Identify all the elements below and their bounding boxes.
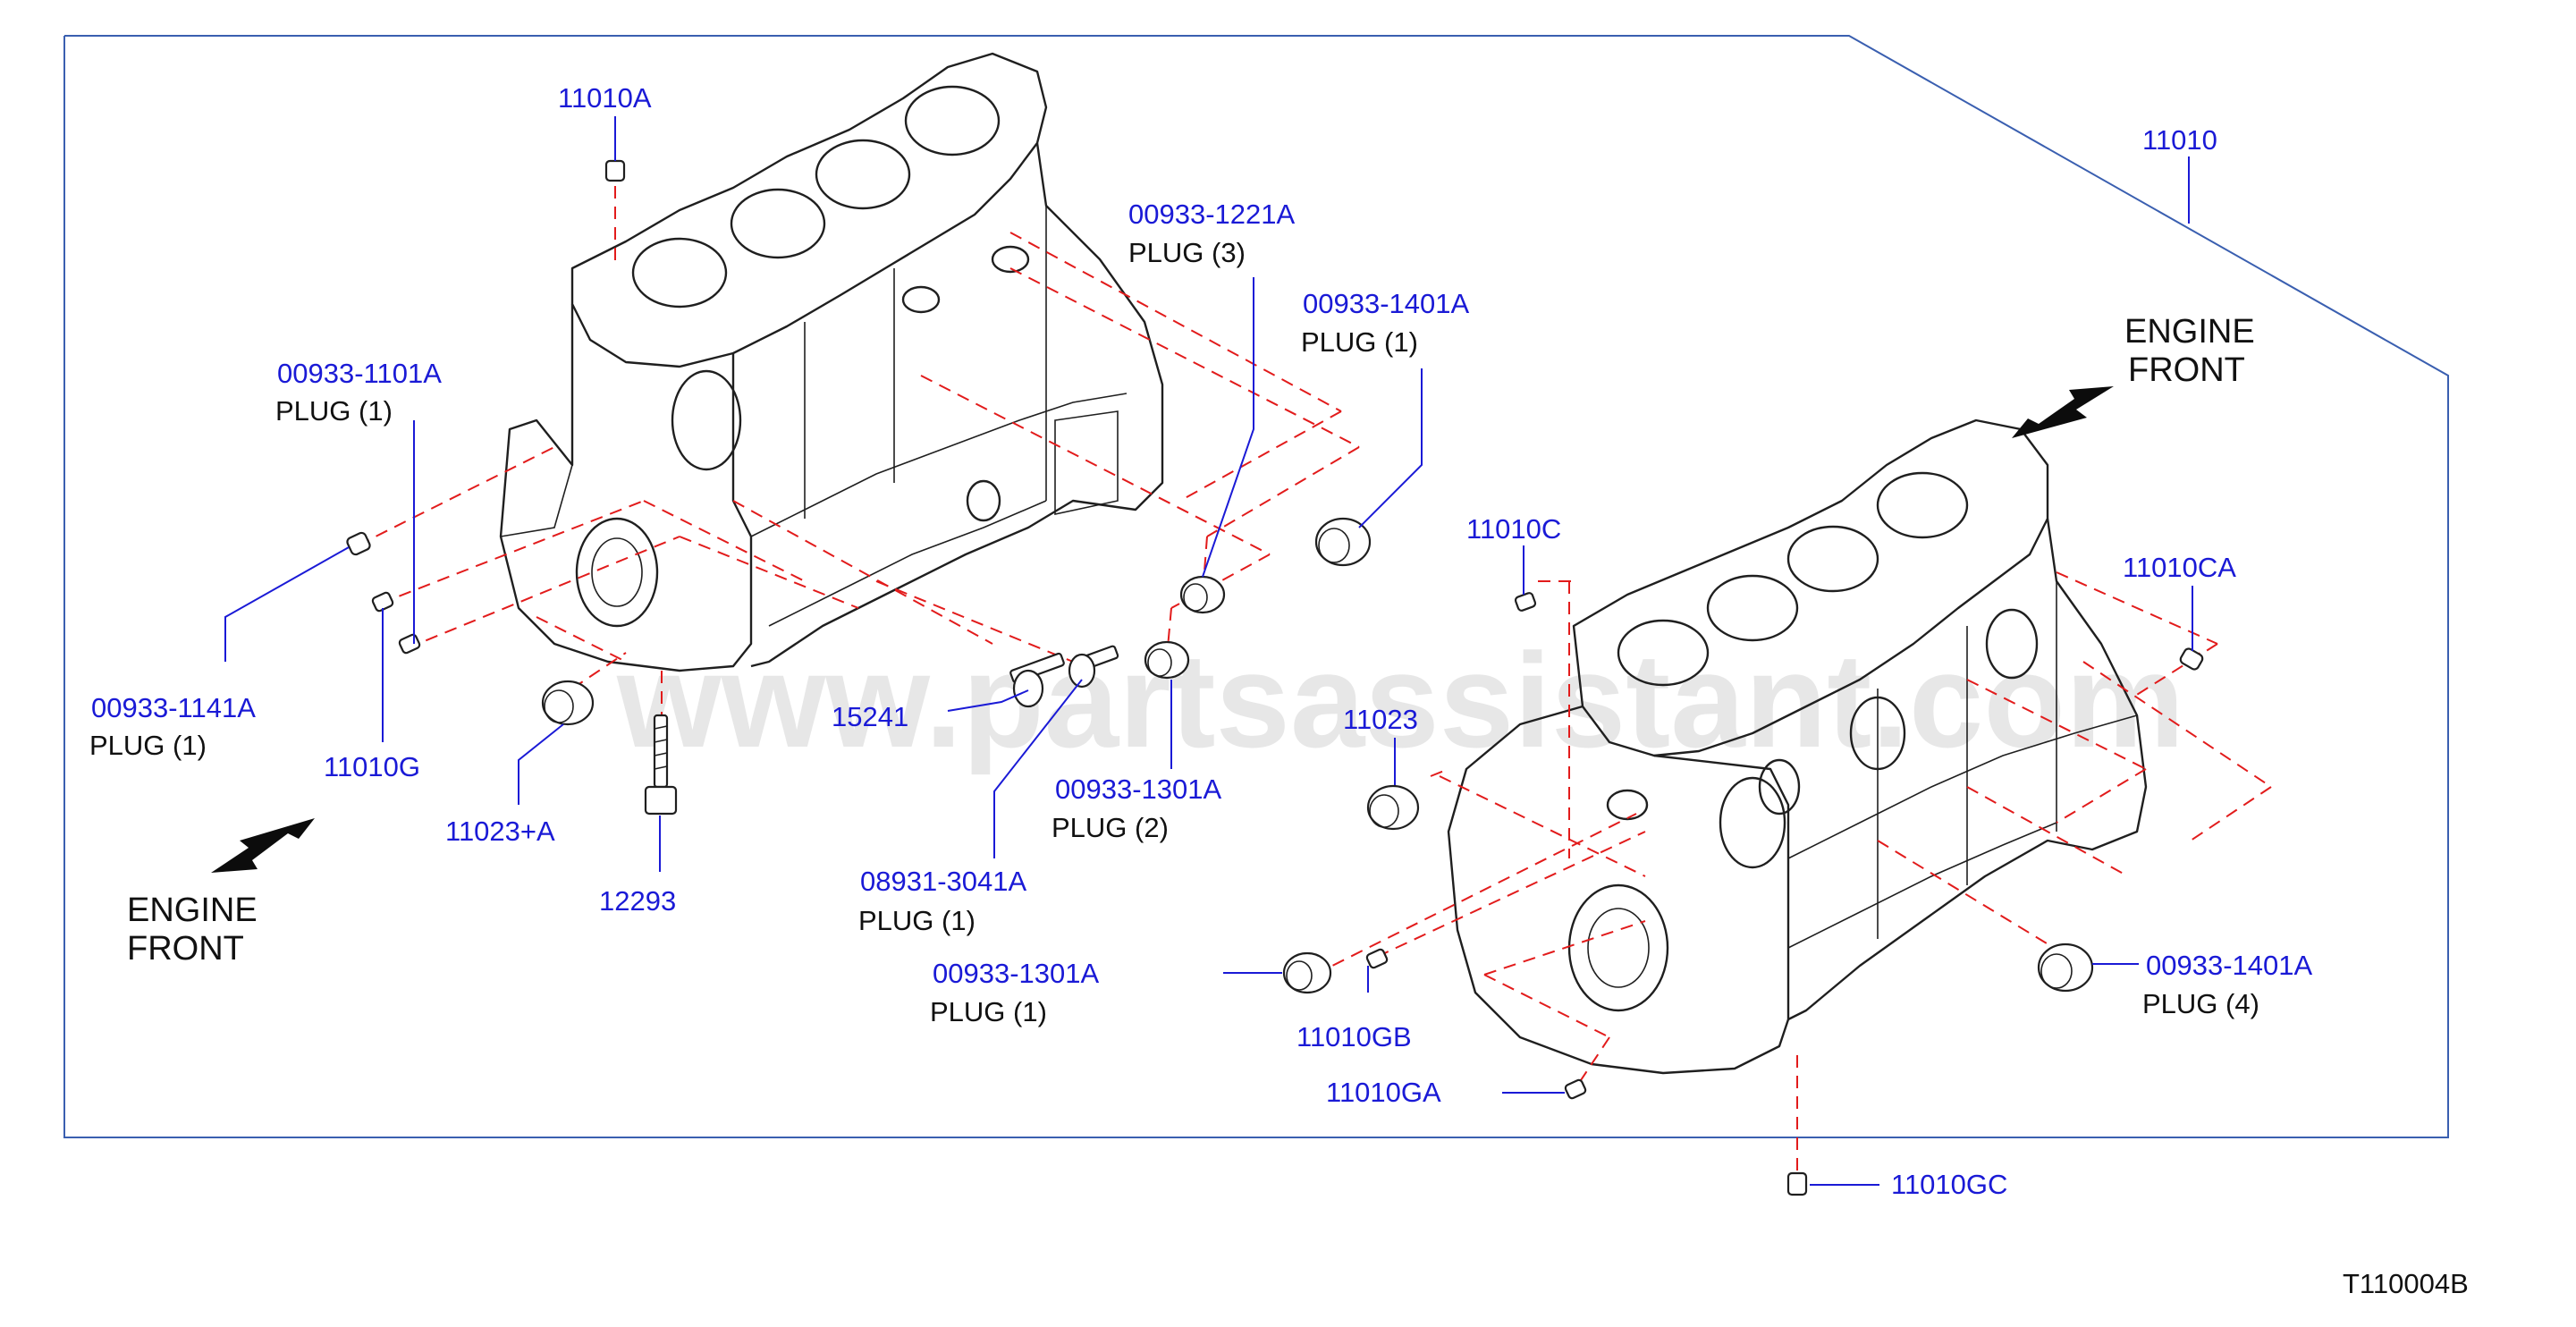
cap-00933-1301A-top[interactable] — [1144, 640, 1190, 680]
cap-11023[interactable] — [1366, 784, 1420, 831]
engine-front-right-line1: ENGINE — [2124, 313, 2255, 351]
plug-11010A[interactable] — [604, 159, 626, 182]
desc-00933-1401A-bot: PLUG (4) — [2142, 988, 2259, 1019]
label-00933-1301A-top: 00933-1301A — [1055, 773, 1221, 805]
label-11010: 11010 — [2142, 124, 2217, 156]
plug-08931-3041A[interactable] — [1068, 645, 1119, 689]
desc-00933-1101A: PLUG (1) — [275, 395, 393, 427]
desc-08931-3041A: PLUG (1) — [858, 905, 976, 936]
cap-11023A[interactable] — [541, 680, 595, 726]
label-00933-1221A: 00933-1221A — [1128, 199, 1295, 230]
label-00933-1301A-bot: 00933-1301A — [933, 958, 1099, 989]
bolt-12293[interactable] — [644, 714, 678, 816]
desc-00933-1301A-bot: PLUG (1) — [930, 996, 1047, 1027]
engine-front-left-line1: ENGINE — [127, 892, 258, 929]
engine-front-left-line2: FRONT — [127, 930, 244, 968]
label-11010GA: 11010GA — [1326, 1077, 1441, 1108]
plug-11010GB[interactable] — [1365, 948, 1389, 969]
label-11010GC: 11010GC — [1891, 1169, 2007, 1200]
watermark-text: www.partsassistant.com — [616, 625, 2184, 775]
plug-11010G-b[interactable] — [398, 633, 421, 655]
label-11010CA: 11010CA — [2123, 552, 2236, 583]
plug-11010G-a[interactable] — [371, 591, 394, 613]
label-00933-1401A-top: 00933-1401A — [1303, 288, 1469, 319]
label-11023: 11023 — [1343, 704, 1418, 735]
cap-00933-1221A[interactable] — [1179, 575, 1226, 614]
desc-00933-1221A: PLUG (3) — [1128, 237, 1246, 268]
cap-00933-1401A-top[interactable] — [1314, 517, 1372, 567]
plug-00933-1141A[interactable] — [346, 531, 371, 556]
label-08931-3041A: 08931-3041A — [860, 866, 1026, 897]
guide-lines-right — [1313, 571, 2272, 1171]
label-11023A: 11023+A — [445, 816, 555, 847]
assembly-boundary — [63, 35, 2449, 1138]
engine-front-arrow-left — [211, 818, 315, 873]
plug-11010GC[interactable] — [1786, 1171, 1808, 1196]
cap-00933-1301A-bot[interactable] — [1282, 951, 1332, 994]
bolt-15241[interactable] — [1009, 652, 1065, 708]
label-00933-1401A-bot: 00933-1401A — [2146, 950, 2312, 981]
label-15241: 15241 — [832, 701, 908, 732]
desc-00933-1401A-top: PLUG (1) — [1301, 326, 1418, 358]
cap-00933-1401A-bot[interactable] — [2037, 942, 2094, 993]
label-00933-1141A: 00933-1141A — [91, 692, 256, 723]
label-11010C: 11010C — [1466, 513, 1561, 545]
plug-11010C[interactable] — [1514, 592, 1537, 612]
label-11010GB: 11010GB — [1296, 1021, 1412, 1052]
engine-block-right[interactable] — [1447, 418, 2148, 1075]
label-12293: 12293 — [599, 885, 676, 917]
engine-front-arrow-right — [2012, 386, 2114, 438]
label-00933-1101A: 00933-1101A — [277, 358, 442, 389]
engine-front-right-line2: FRONT — [2128, 351, 2245, 389]
leader-lines — [224, 116, 2193, 1186]
plug-11010GA[interactable] — [1564, 1078, 1587, 1100]
engine-block-left[interactable] — [499, 52, 1164, 672]
diagram-id: T110004B — [2343, 1268, 2469, 1299]
plug-11010CA[interactable] — [2179, 647, 2204, 672]
label-11010A: 11010A — [558, 82, 652, 114]
desc-00933-1301A-top: PLUG (2) — [1052, 812, 1169, 843]
desc-00933-1141A: PLUG (1) — [89, 730, 207, 761]
label-11010G: 11010G — [324, 751, 420, 782]
